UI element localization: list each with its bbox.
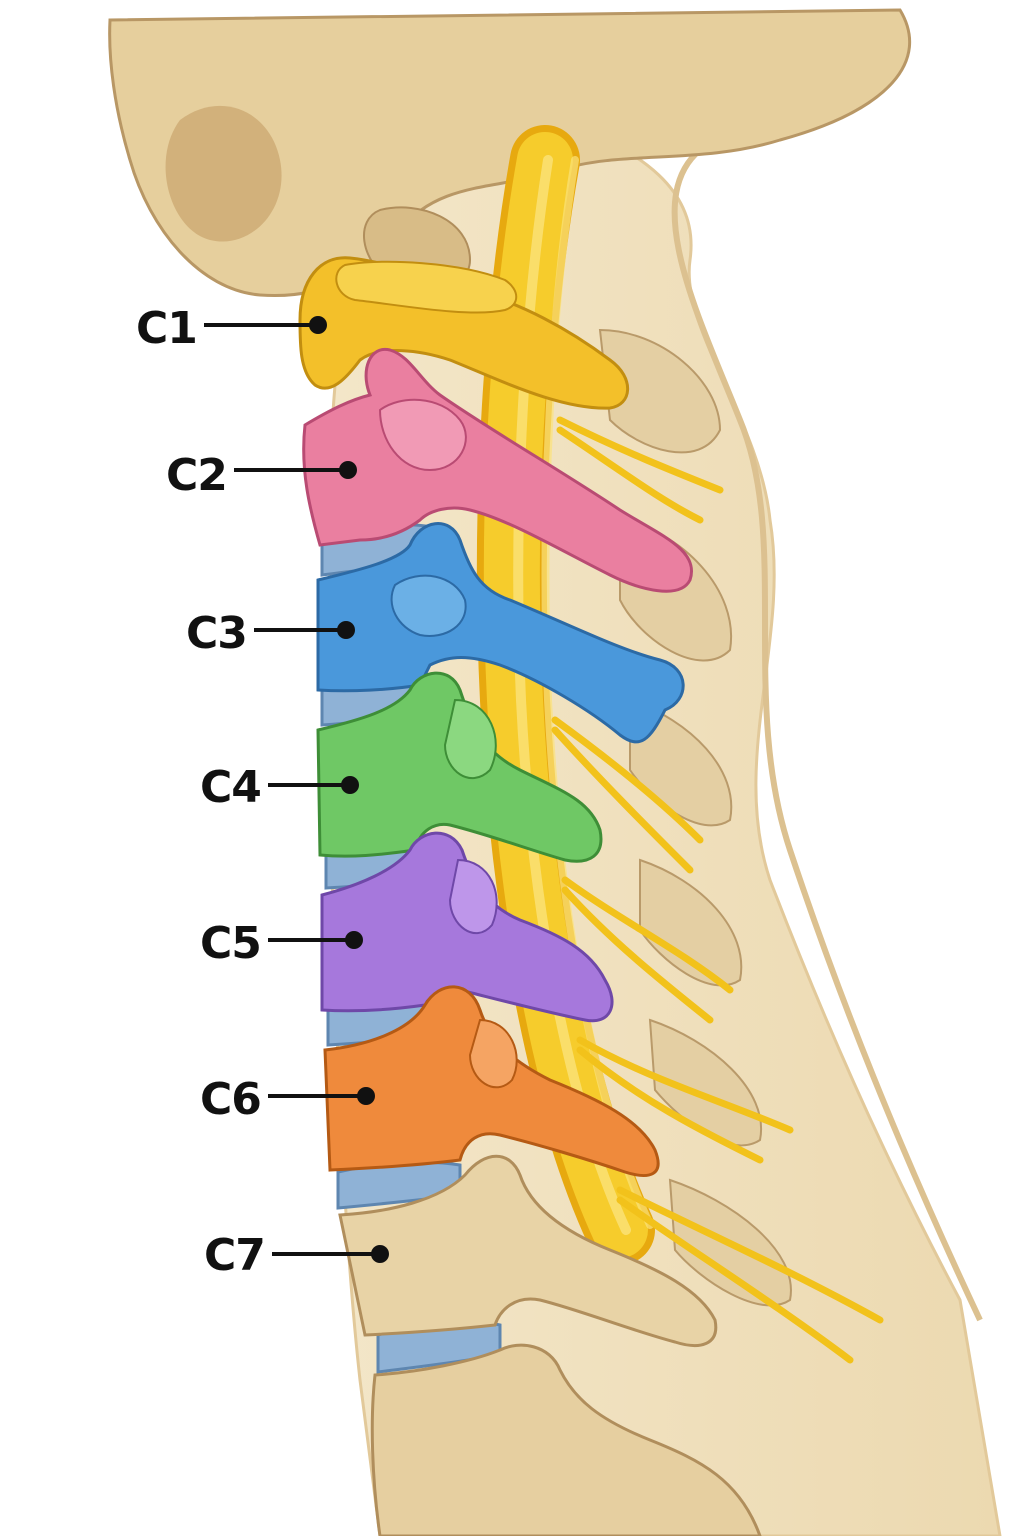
vertebra-t1: [370, 1343, 762, 1536]
label-c4: C4: [200, 762, 359, 813]
label-text-c3: C3: [186, 608, 247, 659]
neck-skin-outline: [671, 147, 983, 1322]
label-c1: C1: [136, 303, 327, 354]
label-c3: C3: [186, 608, 355, 659]
vertebra-c3: [316, 522, 685, 744]
vertebra-c6: [323, 985, 660, 1177]
label-text-c1: C1: [136, 303, 197, 354]
label-text-c6: C6: [200, 1074, 261, 1125]
vertebra-c1: [298, 256, 630, 410]
vertebra-c5: [320, 831, 614, 1023]
vertebra-c7: [338, 1154, 718, 1347]
label-c5: C5: [200, 918, 363, 969]
label-c6: C6: [200, 1074, 375, 1125]
label-text-c2: C2: [166, 450, 227, 501]
label-text-c5: C5: [200, 918, 261, 969]
leader-dot-c1: [309, 316, 327, 334]
leader-dot-c7: [371, 1245, 389, 1263]
label-c2: C2: [166, 450, 357, 501]
vertebra-c2: [302, 347, 693, 593]
leader-dot-c4: [341, 776, 359, 794]
leader-dot-c2: [339, 461, 357, 479]
label-text-c4: C4: [200, 762, 261, 813]
label-text-c7: C7: [204, 1230, 265, 1281]
leader-dot-c3: [337, 621, 355, 639]
leader-dot-c5: [345, 931, 363, 949]
skull-cavity: [165, 105, 282, 242]
label-c7: C7: [204, 1230, 389, 1281]
leader-dot-c6: [357, 1087, 375, 1105]
nerve-roots: [551, 416, 884, 1364]
